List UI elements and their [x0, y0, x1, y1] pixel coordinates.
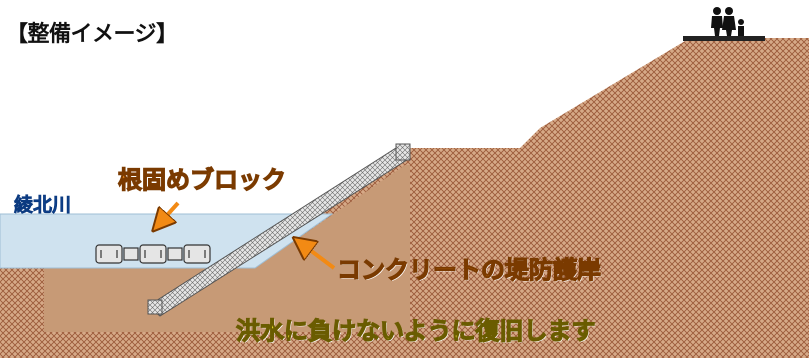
- restoration-message: 洪水に負けないように復旧します: [235, 316, 596, 345]
- revetment-top-block: [395, 143, 411, 161]
- people-icon: [683, 7, 765, 41]
- down-left-arrow-icon: [160, 201, 180, 223]
- foot-protection-block-label: 根固めブロック: [117, 165, 286, 194]
- foot-protection-blocks: [95, 244, 211, 264]
- page-title: 【整備イメージ】: [6, 22, 178, 47]
- left-arrow-icon: [302, 244, 336, 270]
- river-name-label: 綾北川: [14, 194, 72, 217]
- revetment-label: コンクリートの堤防護岸: [336, 255, 601, 284]
- toe-block: [147, 299, 163, 315]
- embankment-core: [44, 165, 410, 332]
